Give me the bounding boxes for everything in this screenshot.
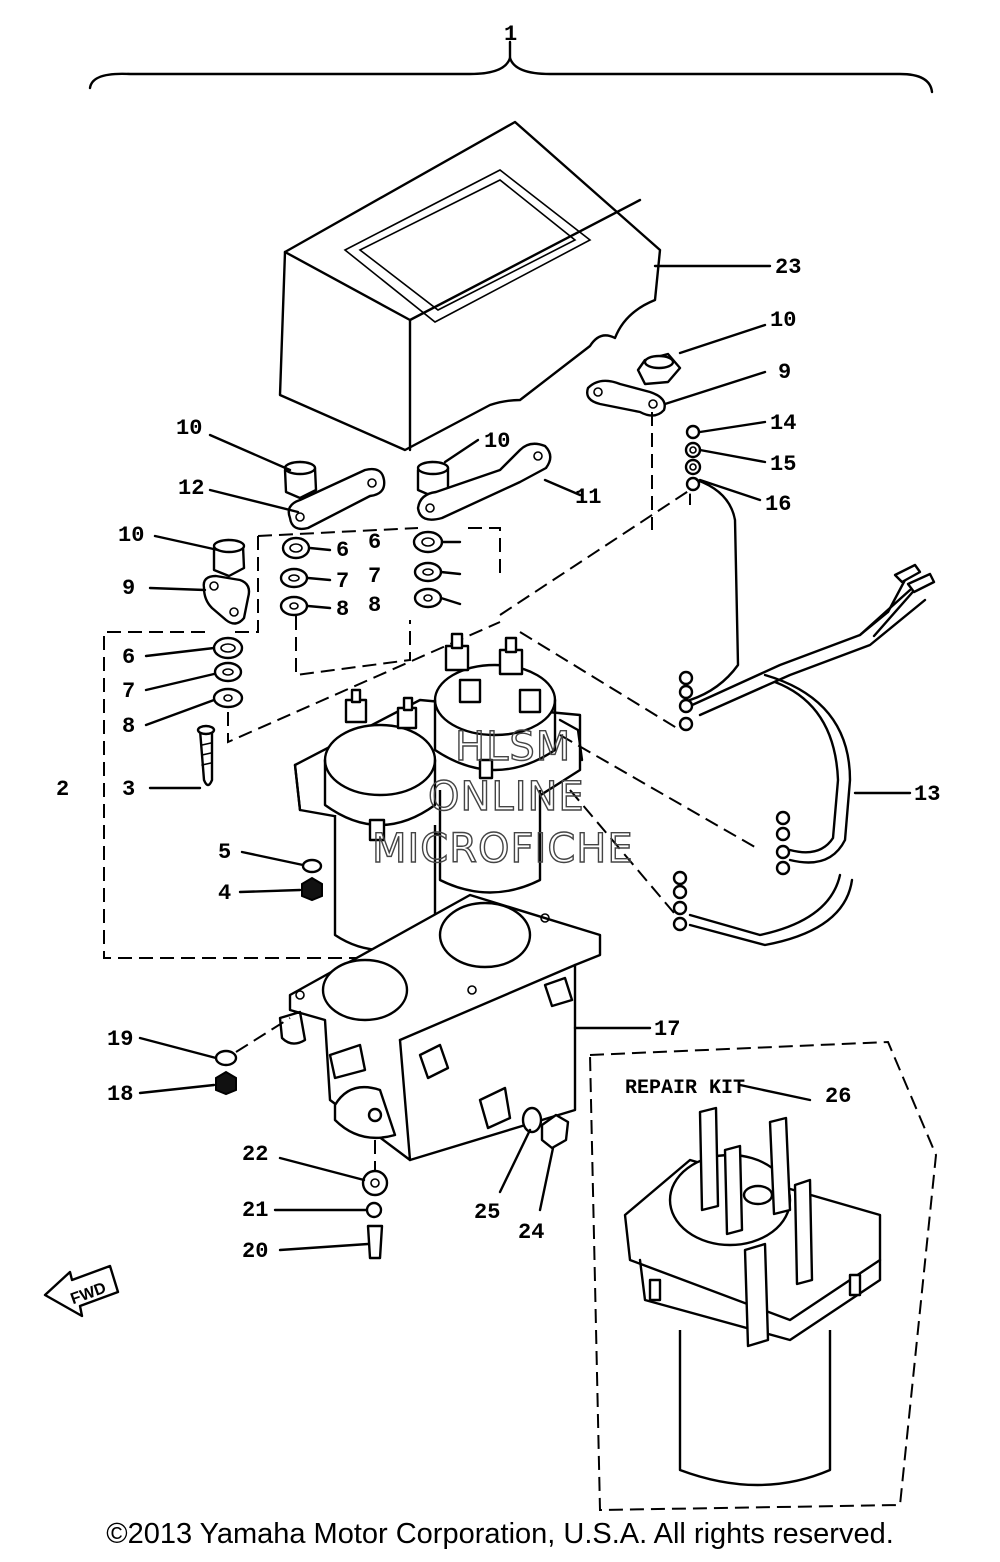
callout-10: 10 — [118, 523, 144, 548]
callout-2: 2 — [56, 777, 69, 802]
callout-7: 7 — [368, 564, 381, 589]
callout-17: 17 — [654, 1017, 680, 1042]
watermark: HLSM ONLINE MICROFICHE — [371, 723, 634, 872]
callout-13: 13 — [914, 782, 940, 807]
callout-22: 22 — [242, 1142, 268, 1167]
mounting-bracket — [214, 893, 602, 1260]
callout-11: 11 — [575, 485, 601, 510]
callout-9: 9 — [778, 360, 791, 385]
callout-5: 5 — [218, 840, 231, 865]
callout-21: 21 — [242, 1198, 268, 1223]
callout-15: 15 — [770, 452, 796, 477]
watermark-line-3: MICROFICHE — [372, 826, 634, 872]
watermark-line-1: HLSM — [455, 724, 571, 770]
callout-7: 7 — [336, 569, 349, 594]
callout-23: 23 — [775, 255, 801, 280]
watermark-line-2: ONLINE — [428, 774, 585, 820]
wiring-harness — [672, 478, 936, 947]
callout-6: 6 — [368, 530, 381, 555]
callout-12: 12 — [178, 476, 204, 501]
callout-18: 18 — [107, 1082, 133, 1107]
callout-6: 6 — [336, 538, 349, 563]
callout-4: 4 — [218, 881, 231, 906]
callout-6: 6 — [122, 645, 135, 670]
callout-3: 3 — [122, 777, 135, 802]
repair-kit-label: REPAIR KIT — [625, 1077, 745, 1100]
assembly-bracket: 1 — [88, 22, 934, 94]
callout-8: 8 — [336, 597, 349, 622]
copyright-notice: ©2013 Yamaha Motor Corporation, U.S.A. A… — [106, 1518, 894, 1550]
callout-8: 8 — [368, 593, 381, 618]
leader-lines — [138, 264, 912, 1252]
callout-9: 9 — [122, 576, 135, 601]
cover-part — [278, 120, 662, 452]
callout-8: 8 — [122, 714, 135, 739]
solenoid-assembly — [293, 488, 761, 952]
callout-14: 14 — [770, 411, 796, 436]
callout-7: 7 — [122, 679, 135, 704]
callout-26: 26 — [825, 1084, 851, 1109]
callout-10: 10 — [484, 429, 510, 454]
callout-25: 25 — [474, 1200, 500, 1225]
callout-1: 1 — [504, 22, 517, 47]
callout-24: 24 — [518, 1220, 544, 1245]
callout-labels: 23 10 9 14 15 16 10 10 12 11 10 6 6 7 7 … — [56, 255, 940, 1264]
callout-19: 19 — [107, 1027, 133, 1052]
repair-kit: REPAIR KIT — [588, 1040, 938, 1512]
callout-10: 10 — [176, 416, 202, 441]
callout-20: 20 — [242, 1239, 268, 1264]
fwd-arrow: FWD — [43, 1264, 120, 1318]
callout-16: 16 — [765, 492, 791, 517]
assembly-box-2 — [103, 631, 445, 959]
callout-10: 10 — [770, 308, 796, 333]
